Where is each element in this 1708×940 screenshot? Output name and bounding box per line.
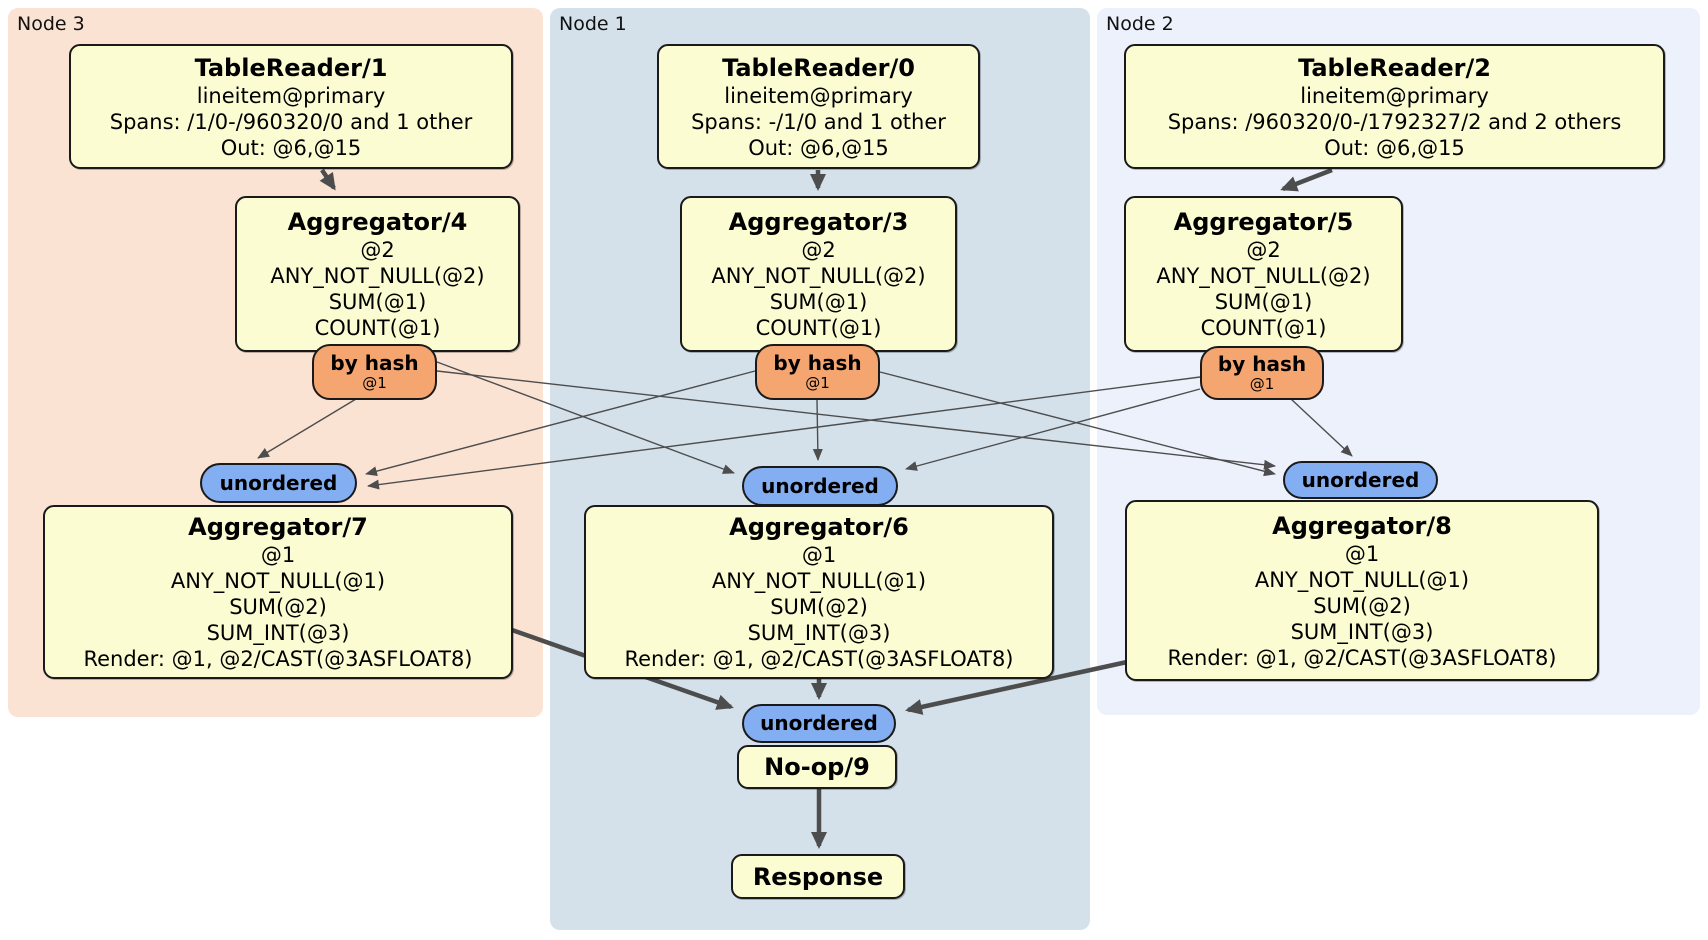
router-to-sync-edges (257, 361, 1353, 490)
sync-unordered-node3: unordered (200, 463, 357, 503)
sync-unordered-node2: unordered (1283, 461, 1438, 499)
processor-detail: @2 (801, 238, 836, 262)
edge (257, 398, 357, 459)
edge (319, 168, 336, 191)
processor-detail: SUM_INT(@3) (747, 621, 891, 645)
sync-label: unordered (761, 473, 879, 498)
edge (367, 376, 1201, 490)
router-label: by hash (773, 351, 862, 375)
sync-label: unordered (1301, 467, 1420, 492)
router-detail: @1 (362, 374, 387, 392)
processor-detail: Render: @1, @2/CAST(@3ASFLOAT8) (1167, 645, 1557, 670)
processor-detail: SUM(@2) (1313, 593, 1411, 618)
processor-detail: Out: @6,@15 (220, 135, 362, 160)
processor-title: Aggregator/5 (1173, 208, 1354, 236)
processor-aggregator-3: Aggregator/3 @2 ANY_NOT_NULL(@2) SUM(@1)… (680, 196, 957, 352)
processor-detail: SUM_INT(@3) (1290, 619, 1434, 644)
processor-noop-9: No-op/9 (737, 745, 897, 789)
processor-title: Aggregator/3 (728, 208, 909, 236)
processor-detail: lineitem@primary (196, 83, 386, 108)
edge (436, 370, 1276, 470)
processor-detail: Out: @6,@15 (1324, 135, 1465, 160)
sync-label: unordered (219, 470, 338, 495)
processor-tablereader-2: TableReader/2 lineitem@primary Spans: /9… (1124, 44, 1665, 169)
processor-title: No-op/9 (764, 753, 870, 781)
processor-detail: ANY_NOT_NULL(@1) (711, 569, 927, 593)
edge (1290, 398, 1353, 457)
router-label: by hash (330, 351, 419, 375)
processor-detail: @1 (801, 543, 837, 567)
processor-detail: COUNT(@1) (755, 316, 882, 340)
processor-detail: Spans: /960320/0-/1792327/2 and 2 others (1167, 109, 1622, 134)
processor-detail: COUNT(@1) (314, 316, 441, 340)
processor-detail: lineitem@primary (1300, 83, 1489, 108)
processor-detail: ANY_NOT_NULL(@1) (1254, 567, 1470, 592)
router-by-hash-node2: by hash @1 (1200, 346, 1324, 400)
processor-detail: Render: @1, @2/CAST(@3ASFLOAT8) (83, 647, 473, 671)
processor-detail: @1 (1344, 541, 1380, 566)
router-detail: @1 (1249, 375, 1275, 393)
processor-detail: @1 (260, 543, 296, 567)
processor-detail: ANY_NOT_NULL(@1) (170, 569, 386, 593)
processor-tablereader-0: TableReader/0 lineitem@primary Spans: -/… (657, 44, 980, 169)
processor-detail: ANY_NOT_NULL(@2) (1156, 264, 1371, 288)
node-group-label: Node 3 (17, 13, 85, 35)
processor-detail: SUM(@2) (229, 595, 327, 619)
processor-title: TableReader/1 (194, 53, 388, 82)
processor-aggregator-4: Aggregator/4 @2 ANY_NOT_NULL(@2) SUM(@1)… (235, 196, 520, 352)
processor-detail: SUM(@1) (328, 290, 427, 314)
processor-title: Response (752, 862, 884, 891)
processor-detail: lineitem@primary (724, 83, 913, 108)
processor-title: Aggregator/6 (729, 513, 909, 541)
processor-detail: Render: @1, @2/CAST(@3ASFLOAT8) (624, 647, 1014, 671)
router-by-hash-node3: by hash @1 (312, 344, 437, 400)
processor-detail: COUNT(@1) (1200, 316, 1327, 340)
processor-detail: SUM(@1) (1214, 290, 1313, 314)
processor-detail: SUM(@2) (770, 595, 868, 619)
processor-aggregator-8: Aggregator/8 @1 ANY_NOT_NULL(@1) SUM(@2)… (1125, 500, 1599, 681)
edge (1280, 167, 1333, 192)
edge (905, 659, 1128, 715)
processor-aggregator-6: Aggregator/6 @1 ANY_NOT_NULL(@1) SUM(@2)… (584, 505, 1054, 679)
router-label: by hash (1217, 352, 1307, 376)
node-group-label: Node 2 (1106, 13, 1174, 35)
router-by-hash-node1: by hash @1 (755, 344, 880, 400)
processor-title: Aggregator/8 (1272, 511, 1452, 540)
router-detail: @1 (805, 374, 830, 392)
processor-title: Aggregator/7 (188, 513, 368, 541)
edge (436, 361, 735, 474)
processor-detail: SUM(@1) (769, 290, 868, 314)
processor-detail: Out: @6,@15 (748, 135, 889, 160)
edge (812, 399, 823, 461)
sync-label: unordered (760, 711, 878, 735)
sync-unordered-final: unordered (742, 704, 896, 743)
processor-aggregator-7: Aggregator/7 @1 ANY_NOT_NULL(@1) SUM(@2)… (43, 505, 513, 679)
processor-detail: Spans: -/1/0 and 1 other (691, 109, 946, 134)
response-node: Response (731, 854, 905, 899)
processor-detail: ANY_NOT_NULL(@2) (270, 264, 485, 288)
sync-unordered-node1: unordered (742, 466, 898, 506)
processor-detail: @2 (1246, 238, 1281, 262)
processor-detail: @2 (360, 238, 395, 262)
processor-title: TableReader/2 (1298, 53, 1491, 82)
processor-tablereader-1: TableReader/1 lineitem@primary Spans: /1… (69, 44, 513, 169)
node-group-label: Node 1 (559, 13, 627, 35)
processor-title: TableReader/0 (722, 53, 915, 82)
processor-title: Aggregator/4 (287, 208, 468, 236)
processor-aggregator-5: Aggregator/5 @2 ANY_NOT_NULL(@2) SUM(@1)… (1124, 196, 1403, 352)
edge (905, 388, 1201, 471)
edge (365, 370, 756, 477)
processor-detail: SUM_INT(@3) (206, 621, 350, 645)
processor-detail: ANY_NOT_NULL(@2) (711, 264, 926, 288)
processor-detail: Spans: /1/0-/960320/0 and 1 other (109, 109, 473, 134)
